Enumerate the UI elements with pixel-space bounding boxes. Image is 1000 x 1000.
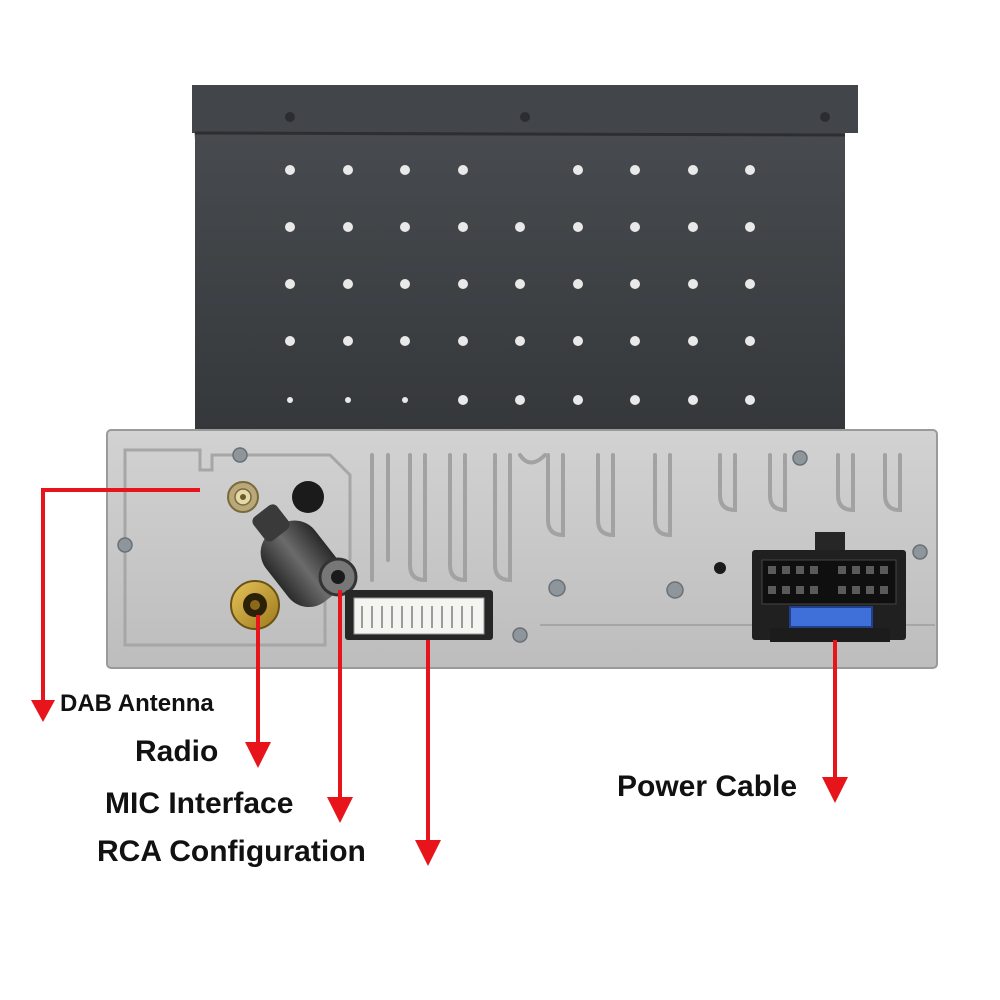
vent-hole bbox=[343, 222, 353, 232]
vent-hole bbox=[573, 395, 583, 405]
vent-hole bbox=[402, 397, 408, 403]
vent-hole bbox=[573, 165, 583, 175]
vent-hole bbox=[285, 279, 295, 289]
radio-label: Radio bbox=[135, 735, 219, 768]
power-cable-label: Power Cable bbox=[617, 770, 798, 803]
multi-pin-port-icon bbox=[345, 590, 493, 640]
dab-antenna-label: DAB Antenna bbox=[60, 690, 214, 717]
vent-hole bbox=[630, 165, 640, 175]
vent-hole bbox=[573, 279, 583, 289]
rca-configuration-label: RCA Configuration bbox=[97, 835, 366, 868]
vent-hole bbox=[400, 279, 410, 289]
vent-hole bbox=[688, 165, 698, 175]
vent-hole bbox=[458, 222, 468, 232]
dab-antenna-arrowhead bbox=[31, 700, 55, 722]
vent-hole bbox=[745, 165, 755, 175]
vent-hole bbox=[345, 397, 351, 403]
mic-plug-icon bbox=[252, 504, 358, 608]
vent-hole bbox=[630, 395, 640, 405]
vent-hole bbox=[343, 165, 353, 175]
vent-hole bbox=[515, 279, 525, 289]
callout-arrowheads bbox=[31, 700, 848, 866]
iso-power-connector-icon bbox=[752, 532, 906, 642]
vent-hole bbox=[285, 336, 295, 346]
mic-arrowhead bbox=[327, 797, 353, 823]
vent-hole bbox=[400, 336, 410, 346]
vent-hole bbox=[515, 222, 525, 232]
vent-hole bbox=[458, 336, 468, 346]
vent-hole bbox=[688, 279, 698, 289]
dab-antenna-arrow-line bbox=[41, 488, 200, 705]
vent-hole bbox=[745, 222, 755, 232]
power-arrowhead bbox=[822, 777, 848, 803]
vent-hole bbox=[458, 165, 468, 175]
vent-hole bbox=[458, 395, 468, 405]
vent-hole bbox=[745, 336, 755, 346]
vent-hole bbox=[400, 165, 410, 175]
vent-hole bbox=[285, 222, 295, 232]
radio-arrowhead bbox=[245, 742, 271, 768]
vent-hole bbox=[688, 222, 698, 232]
vent-hole bbox=[745, 279, 755, 289]
vent-hole bbox=[745, 395, 755, 405]
vent-hole bbox=[458, 279, 468, 289]
vent-hole bbox=[285, 165, 295, 175]
rca-jack-icon bbox=[230, 580, 280, 630]
vent-hole bbox=[630, 222, 640, 232]
vent-hole bbox=[630, 336, 640, 346]
vent-hole bbox=[688, 395, 698, 405]
vent-hole bbox=[573, 222, 583, 232]
vent-hole bbox=[630, 279, 640, 289]
vent-hole bbox=[515, 336, 525, 346]
vent-hole bbox=[343, 336, 353, 346]
mounting-bracket bbox=[192, 85, 858, 430]
vent-hole bbox=[343, 279, 353, 289]
heat-sink-fins bbox=[370, 453, 902, 583]
callout-arrows bbox=[41, 488, 837, 845]
vent-hole bbox=[287, 397, 293, 403]
vent-hole bbox=[688, 336, 698, 346]
vent-hole bbox=[400, 222, 410, 232]
bracket-holes bbox=[285, 165, 755, 405]
rca-arrowhead bbox=[415, 840, 441, 866]
vent-hole bbox=[573, 336, 583, 346]
sma-connector-icon bbox=[227, 481, 259, 513]
mount-hole bbox=[292, 481, 324, 513]
vent-hole bbox=[515, 395, 525, 405]
mic-interface-label: MIC Interface bbox=[105, 787, 294, 820]
screws bbox=[117, 447, 928, 643]
